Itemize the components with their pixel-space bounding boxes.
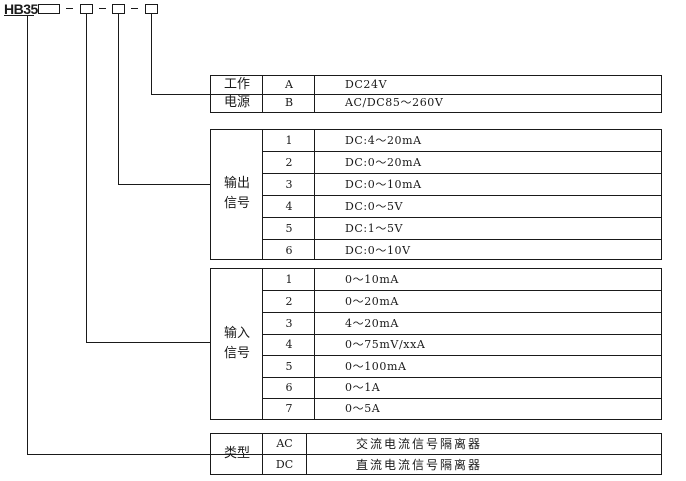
input-code: 3 (285, 317, 293, 330)
type-label: 类型 (223, 446, 250, 461)
output-desc: DC:4～20mA (345, 134, 422, 147)
leader-type-horizontal (27, 454, 210, 455)
input-code: 1 (285, 273, 293, 286)
output-label-line2: 信号 (223, 196, 250, 211)
output-desc: DC:0～10mA (345, 178, 422, 191)
model-code: HB35 (4, 1, 38, 17)
type-desc-dc: 直流电流信号隔离器 (356, 458, 483, 472)
code-slot-power (145, 4, 158, 14)
power-desc-a: DC24V (345, 78, 388, 91)
output-desc: DC:1～5V (345, 222, 404, 235)
leader-input-horizontal (86, 342, 210, 343)
input-desc: 0～10mA (345, 273, 399, 286)
leader-output-horizontal (118, 184, 210, 185)
input-code: 4 (285, 338, 293, 351)
input-desc: 0～75mV/xxA (345, 338, 426, 351)
input-label-line2: 信号 (223, 346, 250, 361)
input-code: 5 (285, 360, 293, 373)
separator-dash (66, 8, 73, 9)
power-code-a: A (285, 78, 293, 91)
output-code: 4 (285, 200, 293, 213)
output-desc: DC:0～5V (345, 200, 404, 213)
isolator-type-table: 类型 AC 交流电流信号隔离器 DC 直流电流信号隔离器 (210, 433, 662, 475)
input-signal-table: 输入 信号 1 0～10mA 2 0～20mA 3 4～20mA 4 0～75m… (210, 268, 662, 420)
power-code-b: B (284, 96, 294, 109)
output-code: 2 (285, 156, 293, 169)
leader-type-vertical (27, 15, 28, 455)
code-slot-input (80, 4, 93, 14)
input-desc: 0～100mA (345, 360, 407, 373)
output-code: 6 (285, 244, 293, 257)
output-code: 3 (285, 178, 293, 191)
separator-dash (131, 8, 138, 9)
output-code: 5 (285, 222, 293, 235)
input-code: 7 (285, 402, 293, 415)
leader-power-horizontal (151, 94, 210, 95)
power-label-line1: 工作 (223, 77, 250, 92)
separator-dash (99, 8, 106, 9)
input-code: 2 (285, 295, 293, 308)
power-label-line2: 电源 (223, 95, 250, 110)
model-underline (4, 15, 34, 16)
input-code: 6 (285, 381, 293, 394)
output-desc: DC:0～20mA (345, 156, 422, 169)
type-code-dc: DC (275, 458, 294, 471)
input-desc: 0～5A (345, 402, 381, 415)
code-slot-type (38, 4, 60, 14)
output-desc: DC:0～10V (345, 244, 411, 257)
leader-input-vertical (86, 14, 87, 343)
power-supply-table: 工作 电源 A DC24V B AC/DC85～260V (210, 75, 662, 113)
output-code: 1 (285, 134, 293, 147)
input-desc: 0～20mA (345, 295, 399, 308)
input-desc: 4～20mA (345, 317, 399, 330)
power-desc-b: AC/DC85～260V (345, 96, 444, 109)
input-label-line1: 输入 (223, 326, 250, 341)
code-slot-output (112, 4, 125, 14)
type-code-ac: AC (276, 437, 293, 450)
leader-power-vertical (151, 14, 152, 95)
leader-output-vertical (118, 14, 119, 185)
type-desc-ac: 交流电流信号隔离器 (356, 437, 483, 451)
output-signal-table: 输出 信号 1 DC:4～20mA 2 DC:0～20mA 3 DC:0～10m… (210, 129, 662, 260)
output-label-line1: 输出 (223, 176, 250, 191)
input-desc: 0～1A (345, 381, 381, 394)
